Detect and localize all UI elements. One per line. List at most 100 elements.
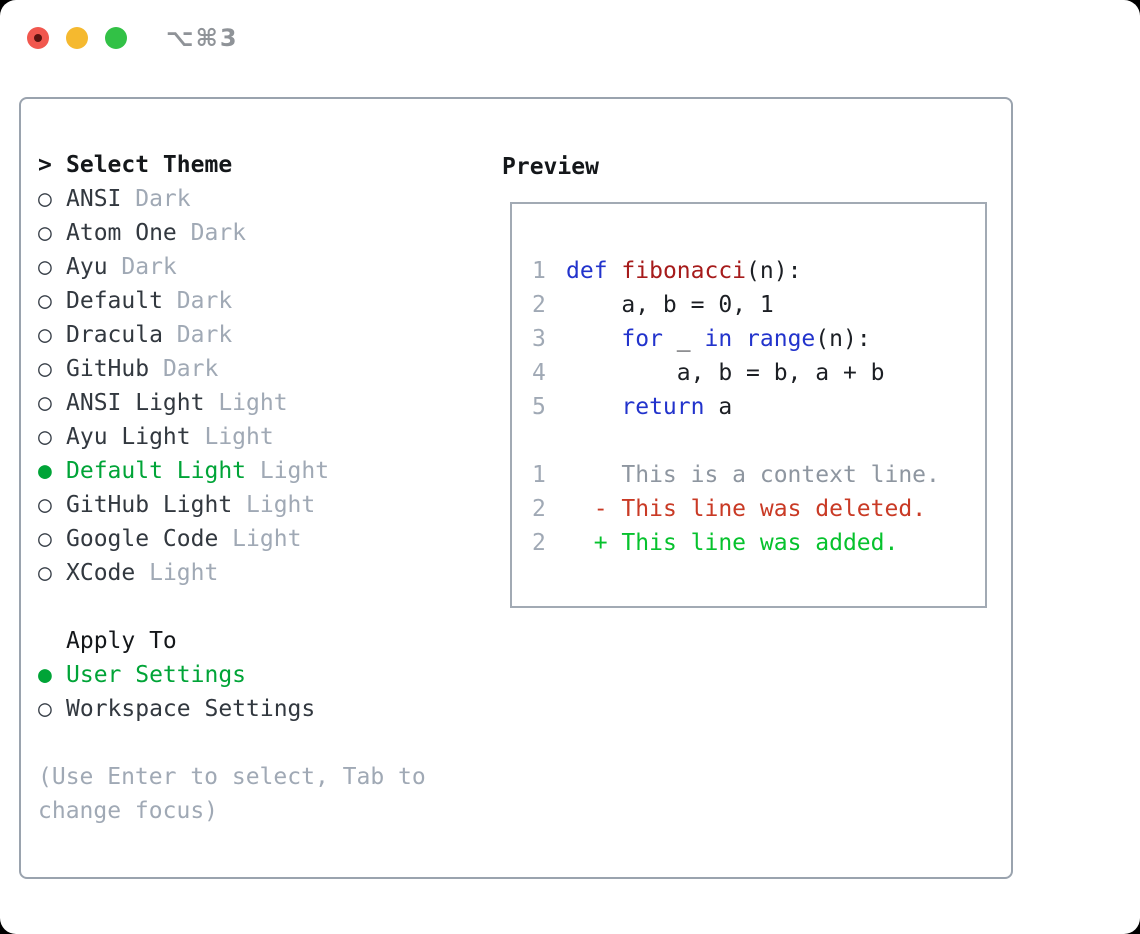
apply-to-title: Apply To bbox=[66, 628, 177, 654]
code-line: 5 return a bbox=[532, 390, 985, 424]
radio-unselected-icon: ○ bbox=[38, 220, 52, 246]
theme-list-header: >Select Theme bbox=[38, 148, 488, 182]
theme-name: XCode bbox=[66, 560, 136, 586]
theme-option-github[interactable]: ○ GitHub Dark bbox=[38, 352, 488, 386]
theme-name: Atom One bbox=[66, 220, 177, 246]
close-dot-icon bbox=[34, 34, 42, 42]
code-segment-kw: in bbox=[704, 326, 733, 352]
line-number: 2 bbox=[532, 292, 546, 318]
diff-line: 1 This is a context line. bbox=[532, 458, 985, 492]
theme-name: Google Code bbox=[66, 526, 219, 552]
prompt-icon: > bbox=[38, 152, 52, 178]
apply-to-section: Apply To ● User Settings ○ Workspace Setting… bbox=[38, 624, 488, 726]
theme-option-default[interactable]: ○ Default Dark bbox=[38, 284, 488, 318]
theme-name: GitHub bbox=[66, 356, 150, 382]
apply-option-workspace-settings[interactable]: ○ Workspace Settings bbox=[38, 692, 488, 726]
theme-variant: Light bbox=[204, 390, 288, 416]
title-bar: ⌥⌘3 bbox=[0, 0, 1140, 76]
theme-option-ayu-light[interactable]: ○ Ayu Light Light bbox=[38, 420, 488, 454]
theme-variant: Light bbox=[232, 492, 316, 518]
theme-picker-panel: >Select Theme○ANSI Dark○Atom One Dark○Ay… bbox=[19, 97, 1013, 879]
theme-option-ansi-light[interactable]: ○ ANSI Light Light bbox=[38, 386, 488, 420]
code-segment-sp bbox=[566, 322, 621, 356]
code-segment-kw: range bbox=[746, 326, 816, 352]
code-segment-sp: a bbox=[704, 394, 733, 420]
theme-name: ANSI bbox=[66, 186, 122, 212]
theme-variant: Dark bbox=[176, 220, 247, 246]
theme-variant: Light bbox=[246, 458, 330, 484]
theme-name: Dracula bbox=[66, 322, 163, 348]
apply-option-user-settings[interactable]: ● User Settings bbox=[38, 658, 488, 692]
theme-option-google-code[interactable]: ○ Google Code Light bbox=[38, 522, 488, 556]
diff-line: 2 + This line was added. bbox=[532, 526, 985, 560]
radio-unselected-icon: ○ bbox=[38, 254, 52, 280]
line-number: 1 bbox=[532, 462, 546, 488]
theme-name: GitHub Light bbox=[66, 492, 233, 518]
radio-unselected-icon: ○ bbox=[38, 424, 52, 450]
theme-selector: >Select Theme○ANSI Dark○Atom One Dark○Ay… bbox=[38, 148, 488, 828]
apply-option-name: Workspace Settings bbox=[66, 696, 316, 722]
radio-unselected-icon: ○ bbox=[38, 560, 52, 586]
radio-unselected-icon: ○ bbox=[38, 696, 52, 722]
radio-unselected-icon: ○ bbox=[38, 390, 52, 416]
theme-name: Default Light bbox=[66, 458, 247, 484]
code-segment-sp: _ bbox=[662, 326, 705, 352]
radio-selected-icon: ● bbox=[38, 662, 52, 688]
theme-option-atom-one[interactable]: ○ Atom One Dark bbox=[38, 216, 488, 250]
theme-variant: Dark bbox=[107, 254, 177, 280]
theme-variant: Dark bbox=[149, 356, 219, 382]
code-segment-kw: def bbox=[566, 258, 608, 284]
theme-variant: Dark bbox=[162, 288, 233, 314]
theme-option-ansi[interactable]: ○ ANSI Dark bbox=[38, 182, 488, 216]
line-number: 1 bbox=[532, 258, 546, 284]
theme-option-xcode[interactable]: ○ XCode Light bbox=[38, 556, 488, 590]
theme-name: ANSI Light bbox=[66, 390, 205, 416]
code-segment-fn: fibonacci bbox=[621, 258, 747, 284]
code-segment-sp bbox=[608, 254, 622, 288]
theme-variant: Light bbox=[135, 560, 219, 586]
preview-heading: Preview bbox=[502, 154, 599, 180]
close-button[interactable] bbox=[27, 27, 49, 49]
diff-line: 2 - This line was deleted. bbox=[532, 492, 985, 526]
code-segment-kw: for bbox=[621, 326, 663, 352]
code-segment-sp: a, b = b, a + b bbox=[566, 360, 885, 386]
minimize-button[interactable] bbox=[66, 27, 88, 49]
line-number: 4 bbox=[532, 360, 546, 386]
code-segment-sp bbox=[566, 390, 621, 424]
theme-variant: Light bbox=[190, 424, 274, 450]
apply-to-header: Apply To bbox=[38, 624, 488, 658]
hint-line: (Use Enter to select, Tab to bbox=[38, 764, 426, 790]
zoom-button[interactable] bbox=[105, 27, 127, 49]
line-number: 2 bbox=[532, 496, 546, 522]
radio-selected-icon: ● bbox=[38, 458, 52, 484]
radio-unselected-icon: ○ bbox=[38, 526, 52, 552]
code-segment-sp bbox=[566, 526, 594, 560]
theme-option-dracula[interactable]: ○ Dracula Dark bbox=[38, 318, 488, 352]
theme-option-github-light[interactable]: ○GitHub Light Light bbox=[38, 488, 488, 522]
code-line: 4 a, b = b, a + b bbox=[532, 356, 985, 390]
radio-unselected-icon: ○ bbox=[38, 356, 52, 382]
radio-unselected-icon: ○ bbox=[38, 186, 52, 212]
line-number: 3 bbox=[532, 326, 546, 352]
code-segment-kw: return bbox=[621, 394, 705, 420]
theme-option-default-light[interactable]: ● Default Light Light bbox=[38, 454, 488, 488]
theme-option-ayu[interactable]: ○Ayu Dark bbox=[38, 250, 488, 284]
code-line: 3 for _ in range(n): bbox=[532, 322, 985, 356]
line-number: 2 bbox=[532, 530, 546, 556]
theme-name: Ayu Light bbox=[66, 424, 191, 450]
code-segment-sp: a, b = 0, 1 bbox=[566, 292, 774, 318]
radio-unselected-icon: ○ bbox=[38, 322, 52, 348]
theme-name: Default bbox=[66, 288, 163, 314]
code-segment-sp: (n): bbox=[815, 326, 871, 352]
code-line: 2 a, b = 0, 1 bbox=[532, 288, 985, 322]
theme-variant: Light bbox=[218, 526, 302, 552]
apply-option-name: User Settings bbox=[66, 662, 247, 688]
theme-variant: Dark bbox=[121, 186, 191, 212]
code-segment-add: + This line was added. bbox=[593, 530, 899, 556]
radio-unselected-icon: ○ bbox=[38, 288, 52, 314]
theme-variant: Dark bbox=[162, 322, 233, 348]
